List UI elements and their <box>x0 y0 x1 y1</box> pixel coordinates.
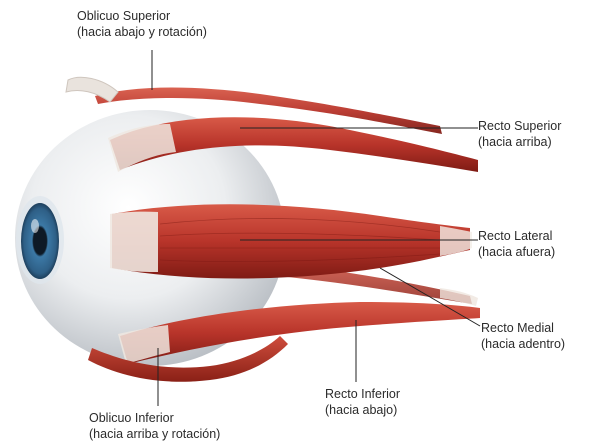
recto-inferior-name: Recto Inferior <box>325 386 400 402</box>
oblicuo-inferior-action: (hacia arriba y rotación) <box>89 426 220 442</box>
label-recto-medial: Recto Medial (hacia adentro) <box>481 320 565 352</box>
label-recto-inferior: Recto Inferior (hacia abajo) <box>325 386 400 418</box>
label-oblicuo-superior: Oblicuo Superior (hacia abajo y rotación… <box>77 8 207 40</box>
trochlea <box>66 77 118 102</box>
label-recto-lateral: Recto Lateral (hacia afuera) <box>478 228 555 260</box>
recto-superior-name: Recto Superior <box>478 118 561 134</box>
recto-lateral-muscle <box>112 204 470 278</box>
label-recto-superior: Recto Superior (hacia arriba) <box>478 118 561 150</box>
label-oblicuo-inferior: Oblicuo Inferior (hacia arriba y rotació… <box>89 410 220 442</box>
recto-medial-name: Recto Medial <box>481 320 565 336</box>
oblicuo-superior-name: Oblicuo Superior <box>77 8 207 24</box>
recto-lateral-name: Recto Lateral <box>478 228 555 244</box>
recto-medial-action: (hacia adentro) <box>481 336 565 352</box>
iris <box>21 203 59 279</box>
oblicuo-superior-action: (hacia abajo y rotación) <box>77 24 207 40</box>
recto-superior-action: (hacia arriba) <box>478 134 561 150</box>
recto-inferior-action: (hacia abajo) <box>325 402 400 418</box>
recto-medial-tendon <box>440 288 478 306</box>
pupil-highlight <box>31 219 39 233</box>
recto-lateral-tendon <box>110 212 158 272</box>
oblicuo-inferior-name: Oblicuo Inferior <box>89 410 220 426</box>
recto-lateral-action: (hacia afuera) <box>478 244 555 260</box>
